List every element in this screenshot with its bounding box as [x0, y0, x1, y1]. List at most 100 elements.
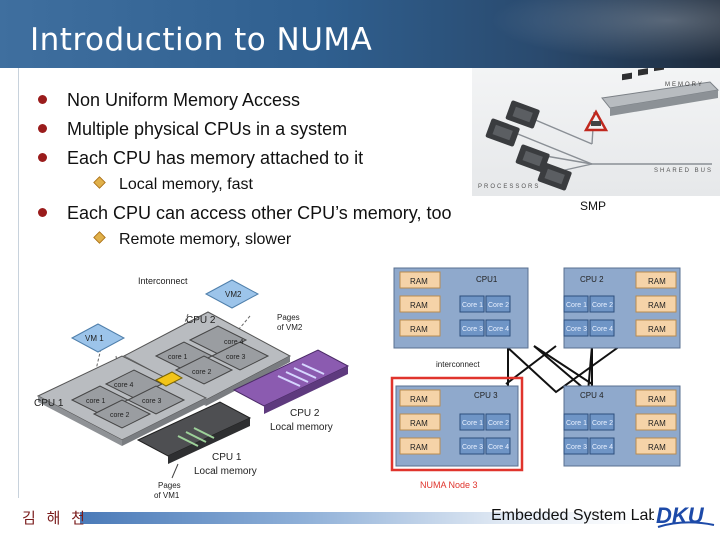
bullet-dot-icon	[38, 152, 47, 162]
vm2-label: VM2	[225, 290, 242, 299]
bullet-text: Multiple physical CPUs in a system	[67, 119, 348, 139]
core-label: Core 4	[488, 326, 509, 333]
memory-caption: MEMORY	[665, 82, 704, 88]
cpu2-local-memory	[232, 349, 350, 414]
cpu2-local-label-2: Local memory	[270, 422, 333, 433]
cpu2-core3-label: core 3	[226, 354, 246, 361]
warning-triangle-icon	[583, 109, 609, 132]
cpu1-core2-label: core 2	[110, 412, 130, 419]
core-label: Core 3	[566, 444, 587, 451]
ram-label: RAM	[410, 443, 428, 452]
smp-illustration: MEMORY PROCESSORS SHARED BUS	[472, 68, 720, 196]
ram-label: RAM	[410, 325, 428, 334]
numa-node-1: CPU1 RAM RAM RAM Core 1 Core 2 Core 3 Co…	[393, 267, 529, 349]
ram-label: RAM	[648, 301, 666, 310]
numa-node-3: CPU 3 RAM RAM RAM Core 1 Core 2 Core 3 C…	[390, 376, 524, 472]
pages-vm2-label-2: of VM2	[277, 323, 303, 332]
core-label: Core 1	[566, 420, 587, 427]
ram-label: RAM	[648, 395, 666, 404]
cpu1-cores	[70, 369, 186, 429]
numa-cpu2-label: CPU 2	[580, 275, 604, 284]
cpu2-cores	[154, 325, 270, 385]
ram-label: RAM	[410, 277, 428, 286]
vm-cpu1-label: CPU 1	[34, 398, 64, 409]
diamond-bullet-icon	[93, 176, 106, 189]
numa-interconnect-label: interconnect	[436, 360, 480, 369]
bullet-text: Each CPU has memory attached to it	[67, 148, 364, 168]
slide-title: Introduction to NUMA	[30, 22, 373, 58]
bullet-item: Each CPU has memory attached to it	[38, 148, 363, 169]
title-bar	[0, 0, 720, 68]
core-label: Core 4	[488, 444, 509, 451]
vm-interconnect-label: Interconnect	[138, 276, 188, 286]
footer-author: 김 해 천	[22, 509, 88, 527]
numa-cpu3-label: CPU 3	[474, 391, 498, 400]
cpu1-local-label: CPU 1	[212, 452, 242, 463]
sub-bullet-text: Remote memory, slower	[119, 231, 292, 248]
cpu2-core1-label: core 1	[168, 354, 188, 361]
numa-node-4: CPU 4 Core 1 Core 2 Core 3 Core 4 RAM RA…	[563, 385, 681, 467]
core-label: Core 2	[488, 302, 509, 309]
core-label: Core 2	[488, 420, 509, 427]
sub-bullet-item: Remote memory, slower	[93, 231, 292, 249]
footer-lab-name: Embedded System Lab.	[491, 507, 662, 524]
vm-cpu2-label: CPU 2	[186, 315, 216, 326]
core-label: Core 2	[592, 420, 613, 427]
bullet-dot-icon	[38, 123, 47, 133]
pages-vm1-pointer	[171, 463, 179, 479]
diamond-bullet-icon	[93, 231, 106, 244]
shared-bus-caption: SHARED BUS	[654, 168, 713, 174]
logo-text: DKU	[656, 503, 705, 528]
bullet-item: Each CPU can access other CPU’s memory, …	[38, 203, 451, 224]
numa-cpu1-label: CPU1	[476, 275, 498, 284]
core-label: Core 1	[462, 420, 483, 427]
numa-node-diagram: CPU1 RAM RAM RAM Core 1 Core 2 Core 3 Co…	[390, 267, 681, 490]
left-rule	[18, 68, 19, 498]
core-label: Core 2	[592, 302, 613, 309]
core-label: Core 4	[592, 326, 613, 333]
ram-label: RAM	[648, 277, 666, 286]
core-label: Core 3	[462, 444, 483, 451]
ram-label: RAM	[648, 325, 666, 334]
bullet-text: Non Uniform Memory Access	[67, 90, 301, 110]
ram-label: RAM	[648, 419, 666, 428]
cpu1-local-memory	[136, 401, 252, 464]
interconnect-link	[154, 371, 184, 387]
vm2-badge	[204, 279, 260, 309]
title-glow	[460, 0, 720, 68]
cpu1-core3-label: core 3	[142, 398, 162, 405]
smp-diagram: MEMORY PROCESSORS SHARED BUS	[478, 68, 720, 191]
footer-bar	[80, 512, 640, 524]
cpu2-local-label: CPU 2	[290, 408, 320, 419]
cpu1-core1-label: core 1	[86, 398, 106, 405]
core-label: Core 3	[566, 326, 587, 333]
cpu1-core4-label: core 4	[114, 382, 134, 389]
sub-bullet-item: Local memory, fast	[93, 176, 253, 194]
bullet-text: Each CPU can access other CPU’s memory, …	[67, 203, 452, 223]
ram-label: RAM	[410, 419, 428, 428]
vm1-badge	[70, 323, 126, 353]
cpu2-core4-label: core 4	[224, 339, 244, 346]
bullet-dot-icon	[38, 207, 47, 217]
bullet-item: Non Uniform Memory Access	[38, 90, 300, 111]
numa-node-2: CPU 2 Core 1 Core 2 Core 3 Core 4 RAM RA…	[563, 267, 681, 349]
processors-caption: PROCESSORS	[478, 184, 540, 190]
processor-chips	[485, 100, 572, 191]
pages-vm1-label-2: of VM1	[154, 491, 180, 500]
memory-module	[601, 68, 720, 116]
vm1-label: VM 1	[85, 334, 104, 343]
cpu2-core2-label: core 2	[192, 369, 212, 376]
dku-logo: DKU	[654, 495, 716, 531]
bullet-dot-icon	[38, 94, 47, 104]
pages-vm2-label: Pages	[277, 313, 300, 322]
smp-label: SMP	[580, 199, 607, 213]
bullet-item: Multiple physical CPUs in a system	[38, 119, 347, 140]
core-label: Core 4	[592, 444, 613, 451]
numa-node3-caption: NUMA Node 3	[420, 480, 478, 490]
core-label: Core 1	[462, 302, 483, 309]
core-label: Core 3	[462, 326, 483, 333]
pages-vm1-label: Pages	[158, 481, 181, 490]
numa-cpu4-label: CPU 4	[580, 391, 604, 400]
vm-numa-diagram: Interconnect VM2 VM 1 CPU 2 CPU 1 Pages …	[34, 276, 350, 500]
core-label: Core 1	[566, 302, 587, 309]
